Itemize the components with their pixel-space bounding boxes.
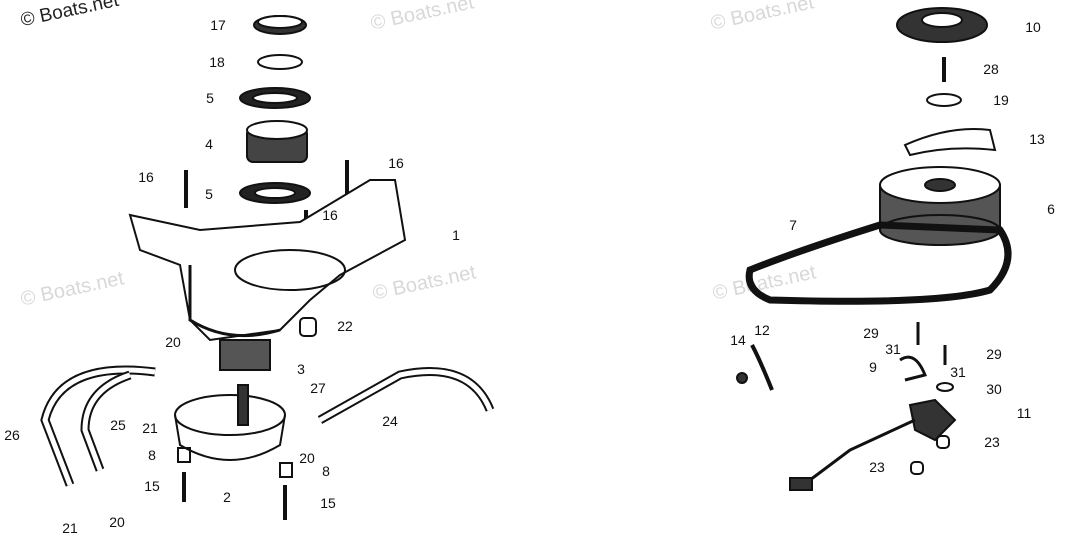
callout-23: 23 xyxy=(984,434,1000,450)
callout-14: 14 xyxy=(730,332,746,348)
callout-15: 15 xyxy=(144,478,160,494)
callout-29: 29 xyxy=(863,325,879,341)
callout-24: 24 xyxy=(382,413,398,429)
callout-12: 12 xyxy=(754,322,770,338)
callout-26: 26 xyxy=(4,427,20,443)
callout-25: 25 xyxy=(110,417,126,433)
callout-21: 21 xyxy=(62,520,78,536)
callout-8: 8 xyxy=(148,447,156,463)
part-13-shield xyxy=(903,128,997,157)
part-6-flywheel xyxy=(879,166,1001,246)
callout-31: 31 xyxy=(885,341,901,357)
part-8-cap xyxy=(177,447,191,463)
callout-23: 23 xyxy=(869,459,885,475)
part-8-cap xyxy=(279,462,293,478)
callout-3: 3 xyxy=(297,361,305,377)
callout-30: 30 xyxy=(986,381,1002,397)
part-12-bracket xyxy=(750,344,774,391)
callout-10: 10 xyxy=(1025,19,1041,35)
callout-29: 29 xyxy=(986,346,1002,362)
callout-16: 16 xyxy=(388,155,404,171)
part-23-grommet xyxy=(936,435,950,449)
callout-4: 4 xyxy=(205,136,213,152)
part-30-washer xyxy=(936,382,954,392)
callout-13: 13 xyxy=(1029,131,1045,147)
part-7-belt xyxy=(745,221,1012,305)
part-14-nut xyxy=(736,372,748,384)
callout-18: 18 xyxy=(209,54,225,70)
sensor-wire xyxy=(809,418,916,482)
callout-28: 28 xyxy=(983,61,999,77)
part-22-cap xyxy=(299,317,317,337)
part-3-gasket xyxy=(219,339,271,371)
callout-16: 16 xyxy=(138,169,154,185)
callout-19: 19 xyxy=(993,92,1009,108)
callout-20: 20 xyxy=(165,334,181,350)
callout-20: 20 xyxy=(299,450,315,466)
part-23-grommet xyxy=(910,461,924,475)
callout-27: 27 xyxy=(310,380,326,396)
part-1-housing xyxy=(128,179,407,342)
callout-21: 21 xyxy=(142,420,158,436)
callout-2: 2 xyxy=(223,489,231,505)
part-19-washer xyxy=(926,93,962,107)
callout-15: 15 xyxy=(320,495,336,511)
callout-5: 5 xyxy=(205,186,213,202)
callout-22: 22 xyxy=(337,318,353,334)
callout-9: 9 xyxy=(869,359,877,375)
part-11-sensor xyxy=(908,398,957,442)
callout-20: 20 xyxy=(109,514,125,530)
callout-16: 16 xyxy=(322,207,338,223)
connector xyxy=(789,477,813,491)
callout-17: 17 xyxy=(210,17,226,33)
callout-11: 11 xyxy=(1016,405,1032,421)
part-27-shaft xyxy=(237,384,249,426)
callout-6: 6 xyxy=(1047,201,1055,217)
part-9-bracket xyxy=(899,355,928,382)
callout-5: 5 xyxy=(206,90,214,106)
part-2-body xyxy=(174,394,286,436)
callout-7: 7 xyxy=(789,217,797,233)
callout-8: 8 xyxy=(322,463,330,479)
part-18-washer xyxy=(257,54,303,70)
callout-31: 31 xyxy=(950,364,966,380)
callout-1: 1 xyxy=(452,227,460,243)
part-17-cap xyxy=(253,15,307,35)
part-4-gear xyxy=(246,120,308,163)
